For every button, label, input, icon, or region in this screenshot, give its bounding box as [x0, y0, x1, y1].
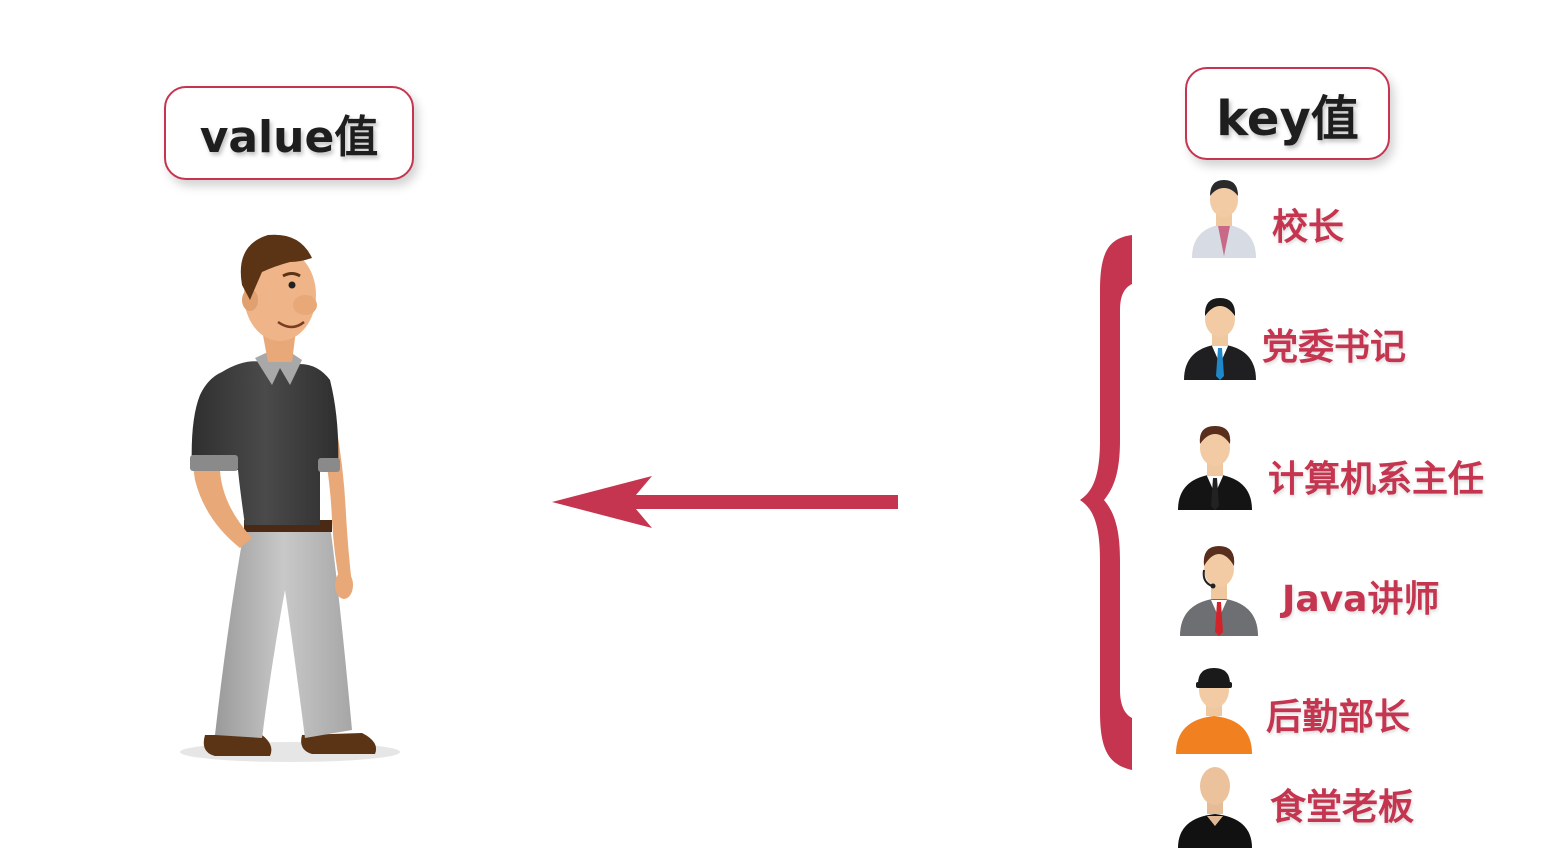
party-secretary-avatar-icon — [1184, 298, 1256, 380]
value-label: value值 — [199, 112, 379, 163]
cartoon-man-icon — [180, 234, 400, 762]
role-label-java-lecturer: Java讲师 — [1282, 579, 1440, 620]
value-label-box: value值 — [164, 86, 414, 180]
key-label-box: key值 — [1185, 67, 1390, 160]
role-label-cs-dept-director: 计算机系主任 — [1268, 459, 1485, 500]
curly-brace-icon — [1080, 235, 1132, 770]
role-label-principal: 校长 — [1272, 207, 1345, 248]
java-lecturer-avatar-icon — [1180, 546, 1258, 636]
key-label: key值 — [1216, 90, 1359, 147]
role-label-logistics-head: 后勤部长 — [1266, 697, 1411, 738]
role-label-canteen-owner: 食堂老板 — [1270, 787, 1415, 828]
left-arrow-icon — [552, 476, 898, 528]
logistics-head-avatar-icon — [1176, 668, 1252, 754]
role-label-party-secretary: 党委书记 — [1262, 327, 1407, 368]
canteen-owner-avatar-icon — [1178, 767, 1252, 848]
principal-avatar-icon — [1192, 180, 1256, 258]
cs-dept-director-avatar-icon — [1178, 426, 1252, 510]
